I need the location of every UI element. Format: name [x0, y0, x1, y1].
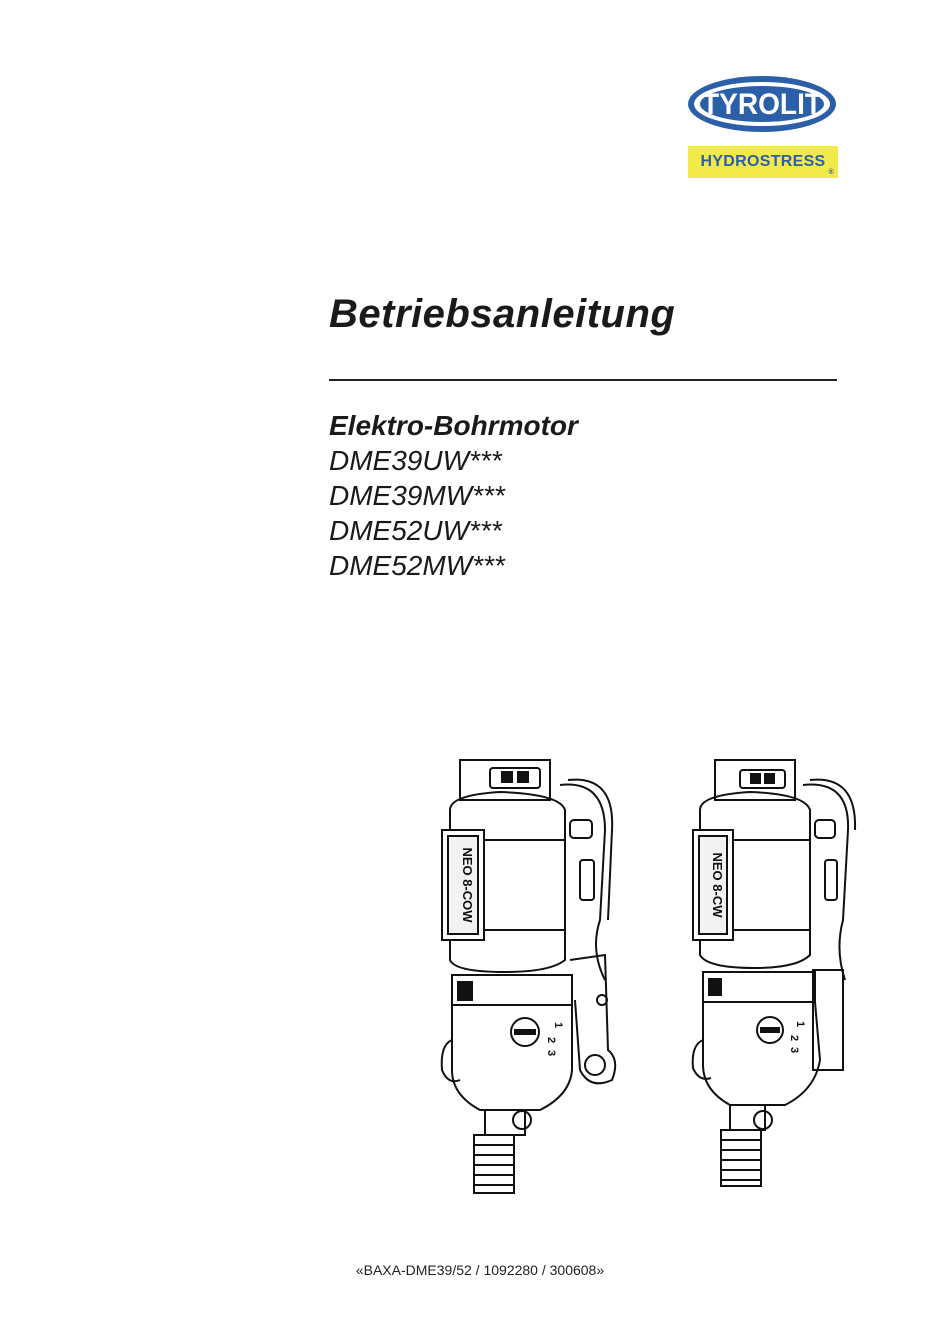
gear-mark: 3 — [545, 1050, 557, 1056]
gear-mark: 2 — [788, 1035, 800, 1041]
gear-mark: 2 — [545, 1037, 557, 1043]
left-drill-motor-drawing: NEO 8-COW 1 2 3 — [442, 760, 615, 1193]
page-title: Betriebsanleitung — [329, 292, 675, 337]
gear-mark: 1 — [794, 1021, 806, 1027]
model-name: DME39UW*** — [329, 443, 578, 478]
tyrolit-logo: TYROLIT — [686, 68, 838, 140]
registered-mark: ® — [829, 169, 834, 177]
company-logo: TYROLIT HYDROSTRESS ® — [686, 68, 838, 140]
product-subtitle: Elektro-Bohrmotor DME39UW*** DME39MW*** … — [329, 408, 578, 583]
right-motor-label: NEO 8-CW — [710, 853, 725, 919]
gear-mark: 1 — [552, 1022, 564, 1028]
logo-subbrand-text: HYDROSTRESS — [700, 153, 825, 170]
document-reference-footer: «BAXA-DME39/52 / 1092280 / 300608» — [0, 1262, 950, 1278]
gear-mark: 3 — [788, 1047, 800, 1053]
drill-motors-illustration: NEO 8-COW 1 2 3 — [430, 750, 870, 1200]
model-name: DME52UW*** — [329, 513, 578, 548]
right-drill-motor-drawing: NEO 8-CW 1 2 3 — [693, 760, 855, 1186]
document-reference: «BAXA-DME39/52 / 1092280 / 300608» — [356, 1262, 604, 1278]
title-divider — [329, 379, 837, 381]
left-motor-label: NEO 8-COW — [460, 847, 475, 923]
logo-brand-text: TYROLIT — [702, 88, 822, 121]
product-type: Elektro-Bohrmotor — [329, 408, 578, 443]
logo-subbrand-band: HYDROSTRESS ® — [688, 146, 838, 178]
model-name: DME52MW*** — [329, 548, 578, 583]
model-name: DME39MW*** — [329, 478, 578, 513]
